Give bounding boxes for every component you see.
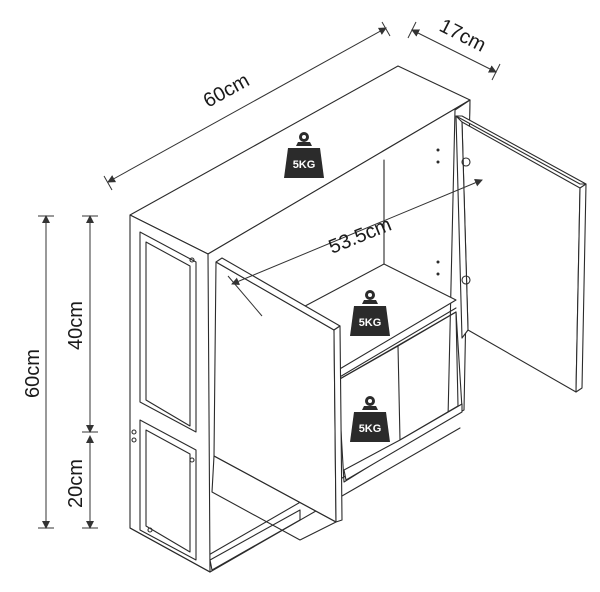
height-dimension: 60cm [22, 215, 54, 529]
weight-label-bottom: 5KG [359, 423, 382, 435]
lower-height-label: 20cm [65, 459, 87, 508]
weight-icon [350, 306, 390, 336]
lower-height-dimension: 20cm [65, 435, 98, 529]
bottom-shelf [343, 403, 463, 481]
weight-label-middle: 5KG [359, 317, 382, 329]
height-label: 60cm [22, 349, 44, 398]
upper-height-label: 40cm [65, 301, 87, 350]
right-door [455, 115, 587, 393]
weight-label-top: 5KG [293, 159, 316, 171]
depth-label: 17cm [436, 15, 490, 57]
left-side-panel [129, 214, 211, 573]
weight-icon [350, 412, 390, 442]
weight-badge-top: 5KG [284, 132, 324, 178]
weight-badge-bottom: 5KG [350, 396, 390, 442]
left-door [211, 257, 343, 541]
weight-badge-middle: 5KG [350, 290, 390, 336]
depth-dimension: 17cm [407, 15, 501, 81]
weight-icon [284, 148, 324, 178]
upper-height-dimension: 40cm [65, 215, 98, 433]
